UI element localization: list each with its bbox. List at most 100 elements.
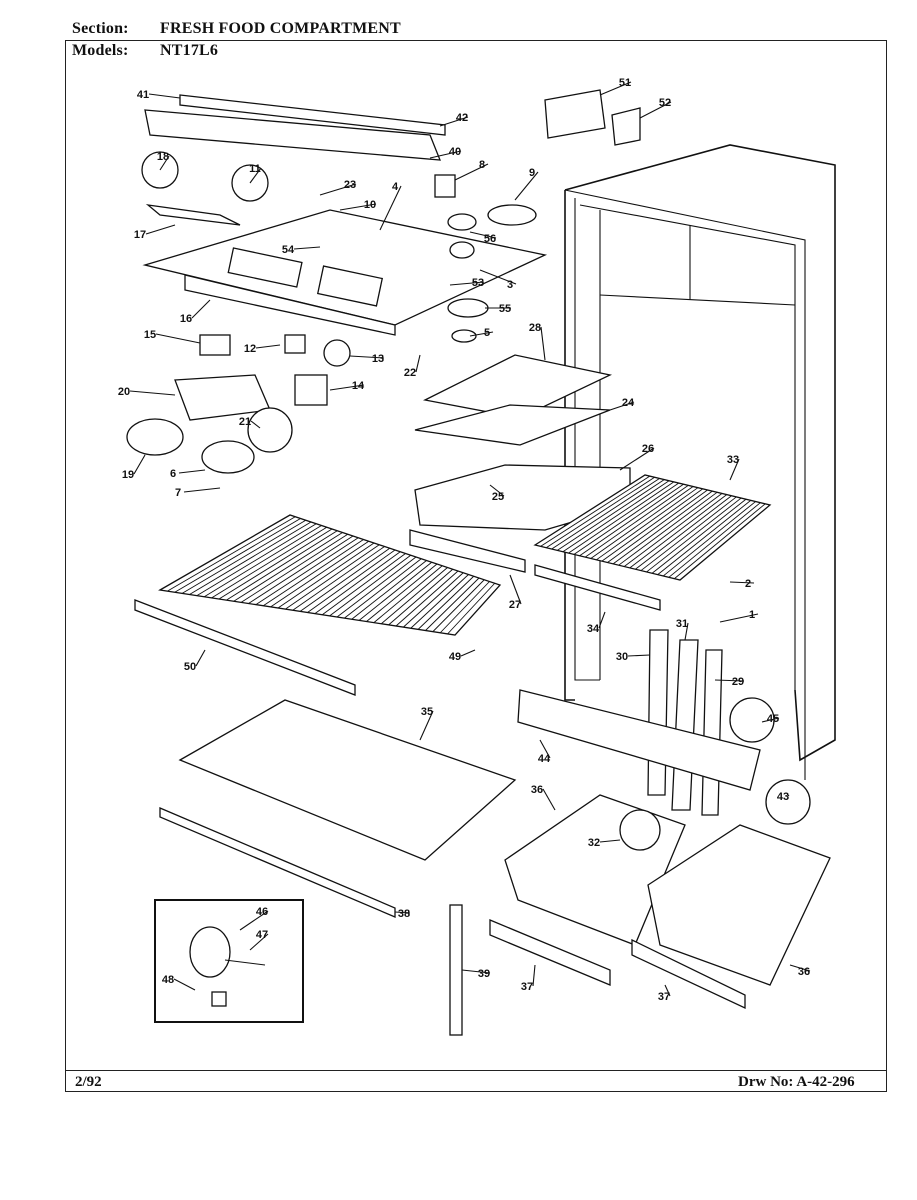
revision-date: 2/92 xyxy=(75,1074,102,1090)
ladder-29 xyxy=(701,649,723,816)
trim-44 xyxy=(517,689,761,791)
part-callout-14: 14 xyxy=(352,380,365,392)
part-callout-56: 56 xyxy=(484,233,496,245)
leader-line xyxy=(155,333,201,344)
leader-line xyxy=(239,910,269,931)
footer-divider xyxy=(65,1070,887,1071)
part-callout-40: 40 xyxy=(449,146,461,158)
leader-line xyxy=(789,964,811,972)
leader-line xyxy=(293,246,321,250)
leader-line xyxy=(532,964,536,987)
cover-strip xyxy=(179,94,446,136)
part-callout-4: 4 xyxy=(392,181,399,193)
leader-line xyxy=(415,354,421,373)
leader-line xyxy=(173,978,196,991)
leader-line xyxy=(787,794,790,797)
crisper-rail-37-right xyxy=(631,938,746,1010)
part-callout-37: 37 xyxy=(658,991,670,1003)
part-callout-23: 23 xyxy=(344,179,356,191)
leader-line xyxy=(191,299,211,319)
leader-line xyxy=(195,649,206,667)
part-callout-16: 16 xyxy=(180,313,192,325)
leader-line xyxy=(479,269,517,285)
keeper-rail-27 xyxy=(409,529,526,573)
leader-line xyxy=(664,984,671,997)
wire-shelf-49 xyxy=(158,514,502,636)
switch-12 xyxy=(284,334,306,354)
part-callout-53: 53 xyxy=(472,277,484,289)
lamp-13 xyxy=(323,339,351,367)
leader-line xyxy=(598,611,606,629)
leader-line xyxy=(460,649,476,657)
bracket-51 xyxy=(544,89,606,139)
part-callout-2: 2 xyxy=(745,578,751,590)
cabinet-outline xyxy=(564,144,836,780)
leader-line xyxy=(379,185,402,231)
part-callout-50: 50 xyxy=(184,661,196,673)
shelf-trim-34 xyxy=(534,564,661,611)
disc-part-55 xyxy=(447,298,489,343)
part-callout-15: 15 xyxy=(144,329,156,341)
part-callout-49: 49 xyxy=(449,651,461,663)
part-callout-36: 36 xyxy=(798,966,810,978)
leader-line xyxy=(489,484,505,497)
drawing-number: Drw No: A-42-296 xyxy=(738,1074,855,1090)
leader-line xyxy=(539,739,551,759)
part-callout-7: 7 xyxy=(175,487,181,499)
section-title: FRESH FOOD COMPARTMENT xyxy=(160,20,401,37)
part-callout-24: 24 xyxy=(622,397,635,409)
bracket-52 xyxy=(611,107,641,146)
leader-line xyxy=(619,447,655,471)
part-callout-38: 38 xyxy=(398,908,410,920)
circle-detail-43 xyxy=(765,779,811,825)
model-number: NT17L6 xyxy=(160,42,219,59)
leader-line xyxy=(729,458,740,481)
circle-detail-32 xyxy=(619,809,661,851)
leader-line xyxy=(714,679,745,682)
part-callout-34: 34 xyxy=(587,623,600,635)
part-callout-39: 39 xyxy=(478,968,490,980)
part-callout-18: 18 xyxy=(157,151,169,163)
part-callout-46: 46 xyxy=(256,906,268,918)
leader-line xyxy=(319,183,357,196)
leader-line xyxy=(514,171,539,201)
leader-line xyxy=(159,155,170,171)
part-callout-28: 28 xyxy=(529,322,541,334)
leader-line xyxy=(419,710,434,741)
part-callout-32: 32 xyxy=(588,837,600,849)
part-callout-10: 10 xyxy=(364,199,376,211)
control-housing xyxy=(142,209,548,336)
shelf-trim-50 xyxy=(134,599,356,696)
part-callout-26: 26 xyxy=(642,443,654,455)
part-callout-51: 51 xyxy=(619,77,631,89)
part-callout-8: 8 xyxy=(479,159,485,171)
shelf-trim-38 xyxy=(159,807,396,918)
leader-line xyxy=(439,116,469,127)
leader-line xyxy=(249,167,262,184)
leader-line xyxy=(761,717,780,723)
leader-line xyxy=(250,420,261,429)
leader-line xyxy=(148,93,181,99)
leader-line xyxy=(133,454,146,475)
part-callout-37: 37 xyxy=(521,981,533,993)
part-callout-5: 5 xyxy=(484,327,490,339)
leveling-leg-39 xyxy=(449,904,463,1036)
leader-line xyxy=(454,163,489,181)
leader-line xyxy=(599,81,632,96)
leader-line xyxy=(255,344,281,349)
switch-14 xyxy=(294,374,328,406)
ladder-31 xyxy=(671,639,699,811)
leader-line xyxy=(129,390,176,396)
part-callout-22: 22 xyxy=(404,367,416,379)
leader-line xyxy=(349,355,385,359)
part-callout-9: 9 xyxy=(529,167,535,179)
part-callout-44: 44 xyxy=(538,753,551,765)
circle-detail-45 xyxy=(729,697,775,743)
part-callout-35: 35 xyxy=(421,706,433,718)
part-callout-47: 47 xyxy=(256,929,268,941)
section-label: Section: xyxy=(72,20,129,37)
leader-line xyxy=(394,911,411,914)
circle-detail-21 xyxy=(247,407,293,453)
part-callout-20: 20 xyxy=(118,386,130,398)
part-callout-21: 21 xyxy=(239,416,251,428)
